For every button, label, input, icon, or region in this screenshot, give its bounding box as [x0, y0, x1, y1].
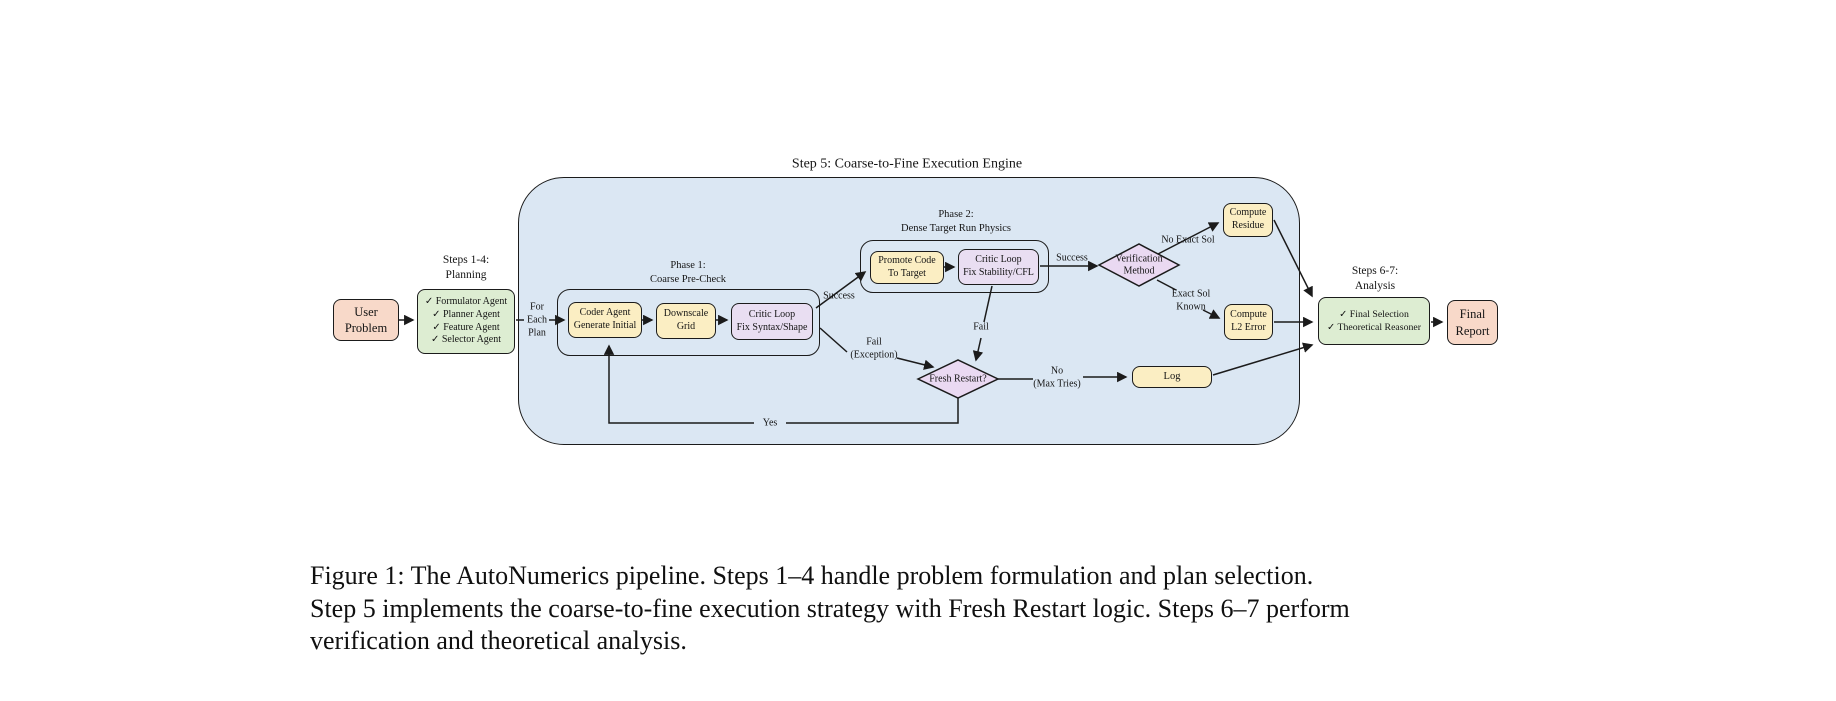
node-line: User: [354, 304, 378, 319]
node-line: Fix Stability/CFL: [963, 267, 1034, 278]
label-no-exact-sol: No Exact Sol: [1161, 234, 1215, 246]
arrow-exact-sol-to-l2: [1202, 309, 1221, 319]
node-line: Critic Loop: [975, 254, 1022, 266]
node-line: Coder Agent: [579, 307, 631, 319]
label-line: For: [530, 301, 544, 313]
node-log: Log: [1132, 366, 1212, 388]
label-line: Planning: [445, 269, 487, 281]
caption-line: Figure 1: The AutoNumerics pipeline. Ste…: [310, 561, 1314, 590]
node-line: Final: [1459, 307, 1486, 322]
label-line: Steps 6-7:: [1351, 265, 1399, 277]
label-phase-2: Phase 2: Dense Target Run Physics: [901, 208, 1011, 236]
agent-check-item: ✓ Theoretical Reasoner: [1327, 322, 1421, 333]
node-critic-stability: Critic Loop Fix Stability/CFL: [958, 249, 1039, 285]
node-line: Downscale: [663, 308, 709, 320]
arrow-exact-sol-stub: [1156, 279, 1177, 291]
fresh-restart-label: Fresh Restart?: [929, 373, 987, 385]
arrow-yes-to-coder: [603, 344, 754, 424]
diamond-line: Verification: [1115, 253, 1163, 265]
verification-method-diamond: [1097, 243, 1181, 287]
agent-check-item: ✓ Planner Agent: [432, 308, 500, 320]
label-line: Each: [527, 314, 547, 326]
node-line: Fix Syntax/Shape: [736, 321, 808, 333]
label-no-max-tries: No (Max Tries): [1033, 366, 1081, 391]
label-success-phase1: Success: [823, 290, 855, 302]
arrow-log-to-analysis: [1212, 342, 1314, 376]
label-line: No: [1050, 365, 1064, 377]
label-phase-1: Phase 1: Coarse Pre-Check: [650, 259, 726, 287]
label-line: Steps 1-4:: [442, 254, 490, 266]
agent-check-item: ✓ Feature Agent: [432, 321, 500, 333]
agent-check-item: ✓ Final Selection: [1339, 309, 1409, 320]
node-line: Log: [1163, 371, 1181, 383]
label-line: (Max Tries): [1033, 378, 1081, 389]
label-exact-sol-known: Exact Sol Known: [1172, 289, 1211, 314]
node-line: To Target: [888, 267, 926, 279]
arrow-no-exact-sol: [1157, 222, 1220, 255]
label-fail: Fail: [973, 321, 989, 333]
node-line: Critic Loop: [748, 308, 796, 320]
diamond-line: Method: [1123, 265, 1155, 276]
label-line: (Exception): [850, 349, 898, 360]
node-line: Compute: [1229, 207, 1267, 219]
label-line: Exact Sol: [1171, 288, 1211, 300]
phase1-group-box: [557, 289, 820, 356]
node-critic-syntax: Critic Loop Fix Syntax/Shape: [731, 303, 813, 340]
node-coder-agent: Coder Agent Generate Initial: [568, 302, 642, 338]
node-line: Generate Initial: [573, 320, 637, 331]
agent-check-item: ✓ Selector Agent: [430, 334, 502, 346]
node-final-report: Final Report: [1447, 300, 1498, 345]
node-downscale-grid: Downscale Grid: [656, 303, 716, 339]
label-line: Known: [1176, 301, 1206, 312]
fresh-restart-diamond: [916, 359, 1000, 399]
node-line: Problem: [344, 321, 388, 335]
label-line: Fail: [866, 336, 882, 348]
label-fail-exception: Fail (Exception): [850, 337, 897, 362]
node-line: L2 Error: [1231, 322, 1266, 333]
label-for-each-plan: For Each Plan: [527, 301, 547, 340]
node-compute-l2-error: Compute L2 Error: [1224, 304, 1273, 340]
node-line: Compute: [1230, 309, 1267, 321]
arrow-fail-to-restart: [972, 337, 984, 362]
agent-check-item: ✓ Formulator Agent: [424, 295, 508, 307]
label-line: Coarse Pre-Check: [649, 274, 727, 285]
node-user-problem: User Problem: [333, 299, 399, 341]
node-line: Report: [1455, 323, 1490, 338]
step5-engine-container: [518, 177, 1300, 445]
label-line: Analysis: [1354, 280, 1396, 292]
caption-line: Step 5 implements the coarse-to-fine exe…: [310, 593, 1350, 623]
label-line: Phase 2:: [938, 209, 974, 220]
label-line: Plan: [528, 327, 546, 339]
phase2-group-box: [860, 240, 1049, 293]
node-compute-residue: Compute Residue: [1223, 203, 1273, 237]
arrow-residue-to-analysis: [1273, 219, 1313, 298]
arrow-success-to-phase2: [815, 271, 867, 309]
label-success-phase2: Success: [1056, 252, 1088, 264]
node-promote-code: Promote Code To Target: [870, 251, 944, 284]
arrow-fail-exception-stub: [819, 327, 848, 353]
label-steps-1-4: Steps 1-4: Planning: [443, 253, 489, 283]
node-line: Promote Code: [878, 254, 936, 266]
node-line: Grid: [676, 321, 696, 332]
arrow-yes-stub: [786, 398, 959, 424]
caption-line: verification and theoretical analysis.: [310, 626, 687, 655]
arrow-fail-exception-to-restart: [896, 357, 935, 370]
node-planning-agents: ✓ Formulator Agent ✓ Planner Agent ✓ Fea…: [417, 289, 515, 354]
step5-engine-title: Step 5: Coarse-to-Fine Execution Engine: [791, 156, 1023, 172]
label-yes: Yes: [762, 417, 778, 429]
label-line: Phase 1:: [670, 260, 706, 271]
figure-caption: Figure 1: The AutoNumerics pipeline. Ste…: [310, 560, 1525, 658]
verification-method-label: Verification Method: [1115, 254, 1162, 277]
node-analysis-agents: ✓ Final Selection ✓ Theoretical Reasoner: [1318, 297, 1430, 345]
node-line: Residue: [1231, 220, 1265, 231]
label-steps-6-7: Steps 6-7: Analysis: [1352, 264, 1398, 294]
label-line: Dense Target Run Physics: [901, 223, 1011, 234]
